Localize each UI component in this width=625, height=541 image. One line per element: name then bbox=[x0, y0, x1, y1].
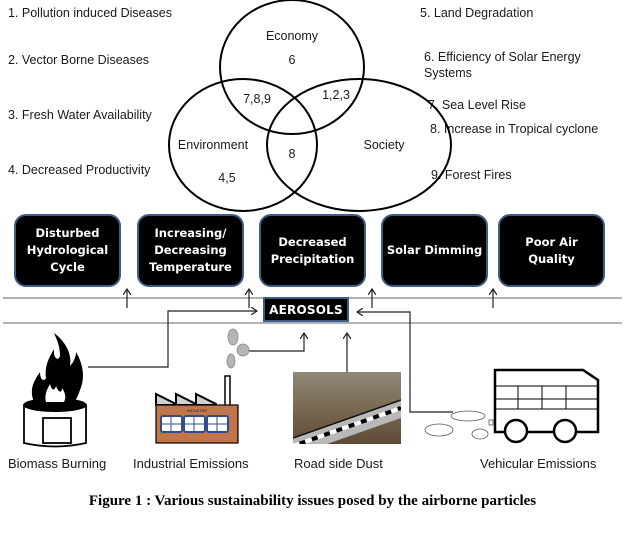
effect-label: Decreased Precipitation bbox=[270, 234, 355, 266]
venn-label-economy: Economy bbox=[265, 29, 319, 43]
venn-region-economy-only: 6 bbox=[288, 53, 296, 67]
effect-label: Increasing/ Decreasing Temperature bbox=[149, 226, 232, 274]
aerosols-box: AEROSOLS bbox=[263, 297, 349, 322]
exhaust-clouds-icon bbox=[424, 410, 494, 440]
venn-region-environment-only: 4,5 bbox=[218, 171, 236, 185]
connector-industry bbox=[249, 333, 304, 352]
venn-region-economy-environment: 7,8,9 bbox=[243, 92, 271, 106]
effect-label: Disturbed Hydrological Cycle bbox=[26, 226, 109, 274]
effect-label: Poor Air Quality bbox=[525, 234, 578, 266]
connector-biomass bbox=[88, 311, 257, 368]
effect-box-temperature: Increasing/ Decreasing Temperature bbox=[137, 214, 244, 287]
figure-caption: Figure 1 : Various sustainability issues… bbox=[88, 493, 537, 509]
issue-item-1: 1. Pollution induced Diseases bbox=[8, 6, 172, 20]
bus-icon bbox=[493, 368, 600, 444]
fire-icon bbox=[23, 333, 87, 448]
source-label-biomass: Biomass Burning bbox=[8, 456, 107, 471]
source-label-industrial: Industrial Emissions bbox=[133, 456, 249, 471]
venn-label-environment: Environment bbox=[177, 138, 249, 152]
smoke-puffs-icon bbox=[226, 328, 250, 369]
connector-vehicle bbox=[357, 312, 453, 413]
effect-box-solar-dimming: Solar Dimming bbox=[381, 214, 488, 287]
effect-box-hydrological-cycle: Disturbed Hydrological Cycle bbox=[14, 214, 121, 287]
venn-label-society: Society bbox=[363, 138, 405, 152]
venn-region-economy-society: 1,2,3 bbox=[322, 88, 350, 102]
issue-item-2: 2. Vector Borne Diseases bbox=[8, 53, 150, 67]
issue-item-5: 5. Land Degradation bbox=[420, 6, 534, 20]
factory-icon: INDUSTRY bbox=[155, 375, 239, 444]
issue-item-9: 9. Forest Fires bbox=[431, 168, 512, 182]
effect-box-air-quality: Poor Air Quality bbox=[498, 214, 605, 287]
issue-item-3: 3. Fresh Water Availability bbox=[8, 108, 152, 122]
venn-circle-economy bbox=[219, 0, 365, 135]
venn-circle-society bbox=[266, 78, 452, 212]
issue-item-8: 8. Increase in Tropical cyclone bbox=[430, 122, 599, 136]
source-label-vehicular: Vehicular Emissions bbox=[480, 456, 597, 471]
issue-item-6: 6. Efficiency of Solar Energy Systems bbox=[424, 50, 581, 80]
issue-item-7: 7. Sea Level Rise bbox=[428, 98, 526, 112]
source-label-road-dust: Road side Dust bbox=[294, 456, 383, 471]
effect-box-precipitation: Decreased Precipitation bbox=[259, 214, 366, 287]
svg-text:INDUSTRY: INDUSTRY bbox=[187, 408, 208, 413]
effect-label: Solar Dimming bbox=[386, 243, 483, 257]
venn-region-environment-society: 8 bbox=[288, 147, 296, 161]
aerosols-label: AEROSOLS bbox=[269, 302, 343, 317]
venn-circle-environment bbox=[168, 78, 318, 212]
issue-item-4: 4. Decreased Productivity bbox=[8, 163, 151, 177]
road-dust-image bbox=[293, 372, 401, 444]
